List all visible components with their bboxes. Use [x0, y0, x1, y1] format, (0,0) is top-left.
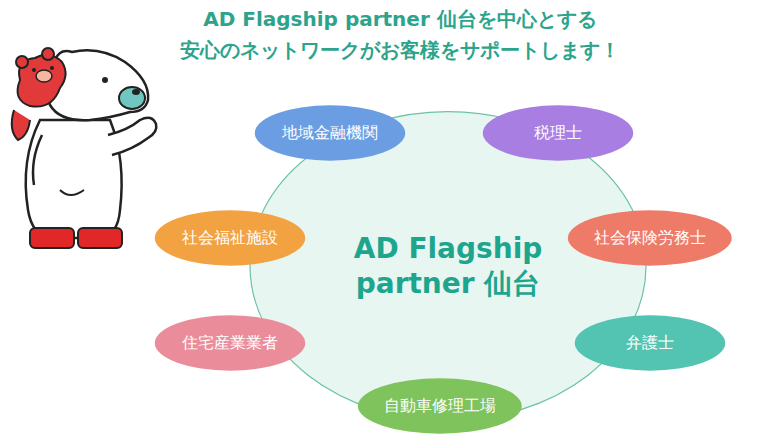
title: AD Flagship partner 仙台を中心とする 安心のネットワークがお… [100, 4, 700, 66]
partner-ellipse: 弁護士 [574, 315, 726, 371]
node-text-wrap: 社会福祉施設 [182, 228, 278, 248]
node-text-wrap: 弁護士 [626, 333, 674, 353]
ellipse-outline [483, 105, 633, 160]
ellipse-outline [568, 210, 732, 265]
node-label: AD Flagship partner 仙台 [333, 231, 563, 301]
ellipse-outline [155, 210, 305, 265]
ellipse-outline [575, 315, 725, 370]
node-text-wrap: 社会保険労務士 [594, 228, 706, 248]
ellipse-outline [358, 378, 522, 433]
node-text-wrap: 地域金融機関 [282, 123, 378, 143]
title-line: AD Flagship partner 仙台を中心とする [100, 4, 700, 35]
partner-ellipse: 税理士 [482, 105, 634, 161]
node-label: 社会福祉施設 [182, 228, 278, 248]
partner-ellipse: 地域金融機関 [254, 105, 406, 161]
node-label: 弁護士 [626, 333, 674, 353]
partner-ellipse: 住宅産業業者 [154, 315, 306, 371]
ellipse-outline [155, 315, 305, 370]
node-text-wrap: 税理士 [534, 123, 582, 143]
node-label: 地域金融機関 [282, 123, 378, 143]
node-text-wrap: 自動車修理工場 [384, 396, 496, 416]
ellipse-outline [255, 105, 405, 160]
node-text-wrap: 住宅産業業者 [182, 333, 278, 353]
node-label: 税理士 [534, 123, 582, 143]
node-label: 社会保険労務士 [594, 228, 706, 248]
partner-ellipse: 自動車修理工場 [357, 378, 523, 434]
node-label: 自動車修理工場 [384, 396, 496, 416]
node-text-wrap: AD Flagship partner 仙台 [333, 231, 563, 301]
partner-ellipse: 社会保険労務士 [567, 210, 733, 266]
title-line: 安心のネットワークがお客様をサポートします！ [100, 35, 700, 66]
partner-ellipse: 社会福祉施設 [154, 210, 306, 266]
node-label: 住宅産業業者 [182, 333, 278, 353]
bear-illustration [0, 40, 170, 260]
